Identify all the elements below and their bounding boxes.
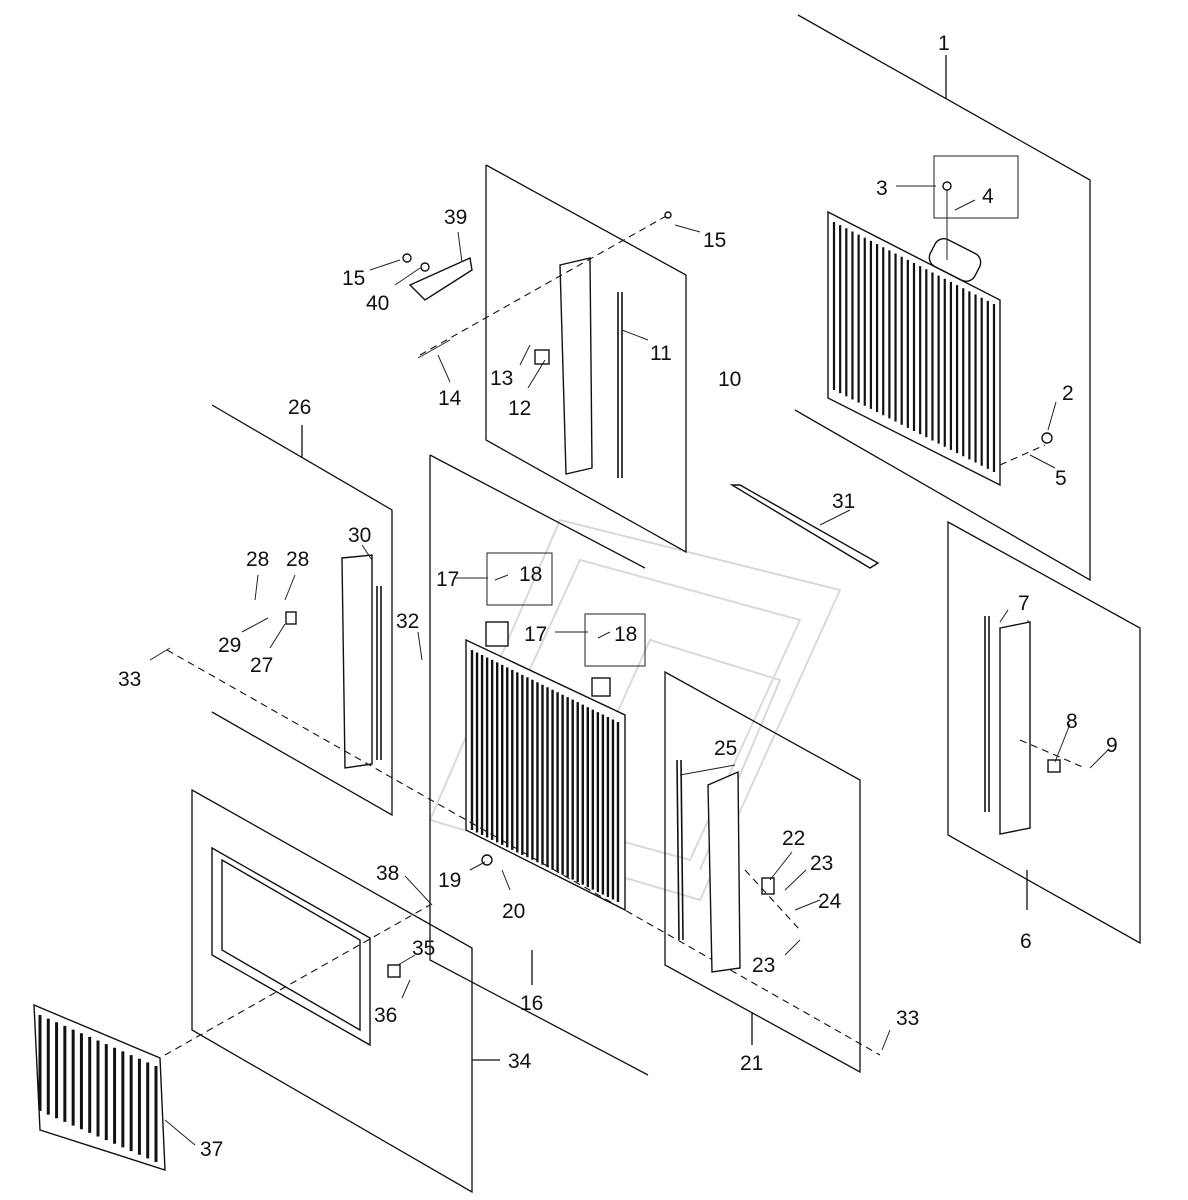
- callout-3: 3: [876, 177, 888, 200]
- callout-18b: 18: [614, 623, 637, 646]
- group-21-right-panel: [664, 670, 861, 1074]
- callout-39: 39: [444, 206, 467, 229]
- callout-33a: 33: [118, 668, 141, 691]
- callout-19: 19: [438, 869, 461, 892]
- callout-37: 37: [200, 1138, 223, 1161]
- callout-22: 22: [782, 827, 805, 850]
- callout-15a: 15: [703, 229, 726, 252]
- callout-17b: 17: [524, 623, 547, 646]
- callout-2: 2: [1062, 382, 1074, 405]
- callout-31: 31: [832, 490, 855, 513]
- callout-17a: 17: [436, 568, 459, 591]
- group-34-condenser-frame: [191, 788, 500, 1194]
- callout-24: 24: [818, 890, 842, 913]
- callout-23b: 23: [752, 954, 775, 977]
- callout-28a: 28: [246, 548, 269, 571]
- callout-13: 13: [490, 367, 513, 390]
- group-16-oil-cooler: [166, 454, 881, 1076]
- callout-8: 8: [1066, 710, 1078, 733]
- callout-14: 14: [438, 387, 462, 410]
- callout-27: 27: [250, 654, 273, 677]
- callout-15b: 15: [342, 267, 365, 290]
- callout-35: 35: [412, 937, 435, 960]
- callout-12: 12: [508, 397, 531, 420]
- callout-10: 10: [718, 368, 741, 391]
- callout-26: 26: [288, 396, 311, 419]
- callout-32: 32: [396, 610, 419, 633]
- callout-7: 7: [1018, 592, 1030, 615]
- group-6-right-bracket: [947, 520, 1141, 945]
- group-26-left-bracket: [211, 404, 393, 817]
- callout-25: 25: [714, 737, 737, 760]
- callout-9: 9: [1106, 734, 1118, 757]
- callout-30: 30: [348, 524, 371, 547]
- callout-33b: 33: [896, 1007, 919, 1030]
- callout-4: 4: [982, 185, 994, 208]
- group-10-side-bracket: [369, 164, 701, 554]
- group-1-radiator-assembly: [794, 14, 1091, 582]
- radiator: [827, 181, 1053, 487]
- callout-1: 1: [938, 32, 950, 55]
- callout-34: 34: [508, 1050, 532, 1073]
- callout-36: 36: [374, 1004, 397, 1027]
- leader-lines: [149, 231, 1109, 1051]
- part-31-crossbar: [729, 484, 880, 569]
- callout-6: 6: [1020, 930, 1032, 953]
- part-37-condenser: [33, 904, 431, 1171]
- callout-20: 20: [502, 900, 525, 923]
- callout-11: 11: [650, 342, 672, 365]
- callout-29: 29: [218, 634, 241, 657]
- callout-5: 5: [1055, 467, 1067, 490]
- callout-18a: 18: [519, 563, 542, 586]
- callout-21: 21: [740, 1052, 763, 1075]
- callout-38: 38: [376, 862, 399, 885]
- callout-16: 16: [520, 992, 543, 1015]
- callout-28b: 28: [286, 548, 309, 571]
- callouts: 1 2 3 4 5 6 7 8 9 10 11 12 13 14 15 15 1…: [118, 32, 1118, 1161]
- callout-23a: 23: [810, 852, 833, 875]
- callout-40: 40: [366, 292, 389, 315]
